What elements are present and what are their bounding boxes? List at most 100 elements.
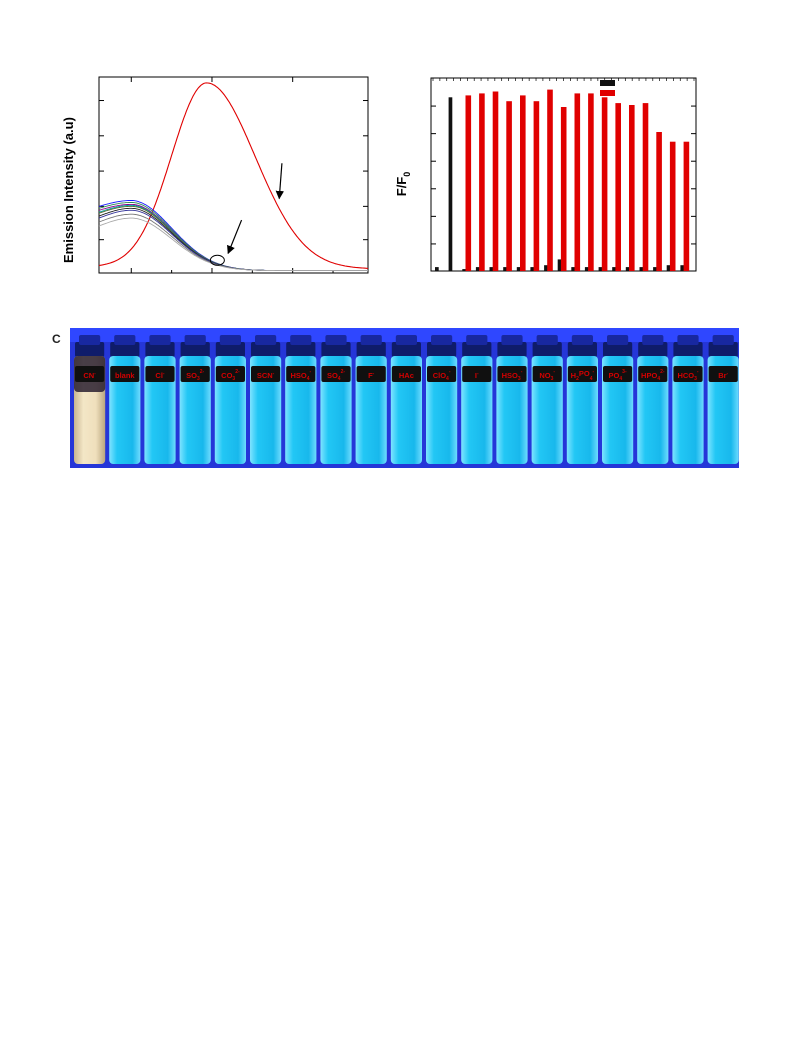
vial-label-part: NO [539, 371, 550, 380]
vial-label-part: 2 [576, 376, 579, 382]
legend-swatch [600, 90, 615, 96]
vial-cap [708, 342, 738, 357]
vial-label: blank [115, 371, 135, 380]
vial-label: HCO3- [677, 369, 698, 382]
bar-black [489, 267, 494, 271]
legend-b [600, 80, 615, 96]
bar-black [680, 265, 685, 271]
vial-cap [427, 342, 457, 357]
vial-cap [110, 342, 140, 357]
vial: PO43- [602, 335, 634, 464]
vial-label-background [321, 366, 351, 382]
vial: CN- [74, 335, 106, 464]
vial-cap [180, 342, 210, 357]
bar-red [683, 141, 690, 271]
vial-label-part: 3 [197, 376, 200, 382]
vial-neck [712, 335, 734, 345]
vial-neck [114, 335, 136, 345]
vial-label-part: 4 [307, 376, 310, 382]
vial-label-part: HSO [502, 371, 518, 380]
vial: NO3- [531, 335, 563, 464]
vial-label-part: 3 [518, 376, 521, 382]
vial-label-part: HPO [641, 371, 657, 380]
legend-swatch [600, 80, 615, 86]
svg-text:F/F0: F/F0 [394, 172, 412, 197]
vial-body-blue [566, 356, 598, 464]
vial-body-blue [496, 356, 528, 464]
vial-neck [466, 335, 488, 345]
vial-body-blue [707, 356, 739, 464]
vial-label-background [497, 366, 527, 382]
vial-label-part: - [697, 369, 699, 375]
plot-frame-a [98, 76, 369, 274]
vial-label: I- [475, 371, 479, 380]
vial-label-part: SO [327, 371, 338, 380]
vial-label-part: - [309, 369, 311, 375]
panel-letter-c: C [52, 332, 61, 346]
bar-red [669, 141, 676, 271]
vial-label-part: 4 [446, 376, 449, 382]
bar-red [601, 97, 608, 271]
vial-label-part: 2- [660, 369, 665, 375]
vial-label-background [391, 366, 421, 382]
bar-red [533, 101, 540, 271]
vial-label-part: - [94, 371, 96, 377]
vial-label: HPO42- [641, 369, 665, 382]
annotation-circle [209, 254, 225, 266]
vial-neck [607, 335, 629, 345]
bar-red [506, 101, 512, 271]
vial-label-background [462, 366, 492, 382]
vial-cap [391, 342, 421, 357]
vial-label: HAc [399, 371, 414, 380]
vial-label: SO32- [186, 369, 204, 382]
vial-cap [603, 342, 633, 357]
spectrum-line [98, 217, 368, 272]
bar-black [584, 267, 589, 271]
vial-label-background [673, 366, 703, 382]
vial: HSO3- [496, 335, 528, 464]
vial-label: PO43- [609, 369, 627, 382]
vial-label-part: Br [718, 371, 726, 380]
bar-red [560, 107, 567, 271]
vial-label: H2PO4- [571, 369, 595, 382]
bar-black [516, 267, 521, 271]
vial-label-part: 2- [341, 369, 346, 375]
vial-label-background [603, 366, 633, 382]
bar-black [503, 267, 507, 271]
vial-cap [356, 342, 386, 357]
vial-cap [638, 342, 668, 357]
vial-label-background [180, 366, 210, 382]
vial-label-background [110, 366, 140, 382]
vial-label: HSO3- [502, 369, 523, 382]
vial: Cl- [144, 335, 176, 464]
vial-cap [215, 342, 245, 357]
vial-label: F- [368, 371, 375, 380]
vial-label-part: Cl [155, 371, 163, 380]
y-label-main: F/F [394, 177, 409, 197]
annotations-a [209, 163, 284, 266]
bar-red [615, 103, 621, 271]
vial-neck [677, 335, 699, 345]
vial-label-part: H [571, 371, 576, 380]
vial-label-part: blank [115, 371, 135, 380]
vial-label: SO42- [327, 369, 345, 382]
vial-label-part: 4 [338, 376, 341, 382]
vial-neck [571, 335, 593, 345]
bar-black [598, 267, 603, 271]
vial-label-part: - [727, 371, 729, 377]
emission-spectra-chart: Emission Intensity (a.u) [61, 76, 369, 274]
vial-label-background [215, 366, 245, 382]
vial-label-background [251, 366, 281, 382]
y-label-subscript: 0 [402, 172, 412, 177]
bar-black [462, 269, 466, 271]
vial-label-part: 3 [232, 376, 235, 382]
bar-red [629, 105, 635, 271]
spectrum-line [98, 200, 368, 272]
annotation-arrow [227, 219, 243, 255]
vial-label-part: ClO [433, 371, 447, 380]
vial-label-part: SCN [257, 371, 273, 380]
bar-red [656, 132, 662, 271]
vial-neck [184, 335, 206, 345]
